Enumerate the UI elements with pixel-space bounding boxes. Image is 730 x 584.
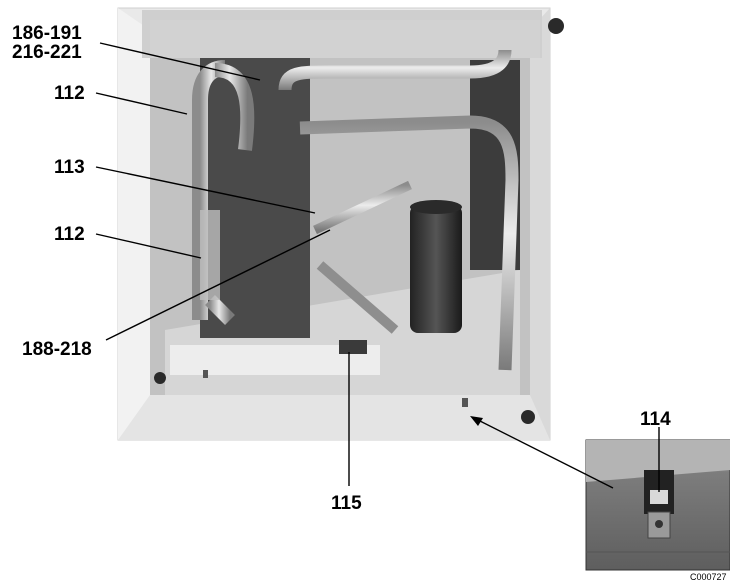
leader-112-bottom	[95, 233, 202, 259]
callout-186-191: 186-191	[12, 23, 82, 44]
leader-113	[95, 166, 316, 214]
callout-216-221: 216-221	[12, 42, 82, 63]
inset-photo	[585, 439, 730, 571]
leader-112-top	[95, 92, 188, 115]
leader-lines	[95, 42, 660, 492]
leader-inset	[473, 417, 614, 489]
unit-photo	[117, 7, 564, 441]
leader-188-218	[105, 229, 331, 341]
callout-112-bottom: 112	[54, 224, 85, 245]
callout-113: 113	[54, 157, 85, 178]
image-code: C000727	[690, 572, 727, 582]
leader-inset-arrowhead	[470, 416, 483, 426]
callout-115: 115	[331, 493, 362, 514]
leader-186-191	[99, 42, 261, 81]
callout-114: 114	[640, 409, 671, 430]
callout-112-top: 112	[54, 83, 85, 104]
callout-188-218: 188-218	[22, 339, 92, 360]
